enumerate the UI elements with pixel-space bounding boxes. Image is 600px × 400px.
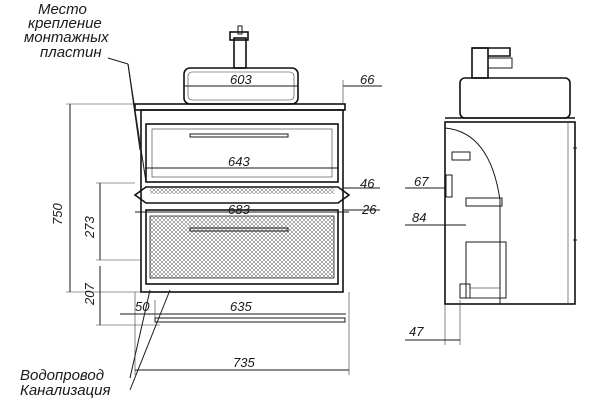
mount-place-label: Место крепление монтажных пластин bbox=[24, 1, 109, 61]
dim-683: 683 bbox=[228, 202, 250, 217]
label-line-1: Место bbox=[38, 1, 87, 18]
side-dimensions: 67 84 47 bbox=[405, 174, 466, 345]
dim-47: 47 bbox=[409, 324, 424, 339]
front-dimensions: 603 66 643 46 683 26 750 bbox=[50, 72, 382, 375]
label-sewer: Канализация bbox=[20, 382, 111, 399]
label-water: Водопровод bbox=[20, 367, 104, 384]
dim-603: 603 bbox=[230, 72, 252, 87]
leaders bbox=[107, 57, 171, 391]
dim-635: 635 bbox=[230, 299, 252, 314]
dim-207: 207 bbox=[82, 283, 97, 306]
faucet-front bbox=[229, 25, 249, 69]
label-line-4: пластин bbox=[40, 44, 102, 61]
label-line-2: крепление bbox=[28, 15, 102, 32]
dim-26: 26 bbox=[361, 202, 377, 217]
dim-66: 66 bbox=[360, 72, 375, 87]
label-line-3: монтажных bbox=[24, 29, 109, 46]
dim-50: 50 bbox=[135, 299, 150, 314]
faucet-side bbox=[471, 47, 513, 79]
dim-735: 735 bbox=[233, 355, 255, 370]
dim-67: 67 bbox=[414, 174, 429, 189]
cabinet-side bbox=[444, 121, 576, 305]
dim-84: 84 bbox=[412, 210, 426, 225]
front-view: 603 66 643 46 683 26 750 bbox=[50, 25, 382, 391]
cabinet-body bbox=[133, 109, 351, 293]
dim-46: 46 bbox=[360, 176, 375, 191]
basin-side bbox=[459, 77, 571, 119]
countertop bbox=[134, 103, 346, 111]
dim-750: 750 bbox=[50, 203, 65, 225]
side-view: 67 84 47 bbox=[405, 47, 577, 345]
dim-273: 273 bbox=[82, 216, 97, 239]
dim-643: 643 bbox=[228, 154, 250, 169]
